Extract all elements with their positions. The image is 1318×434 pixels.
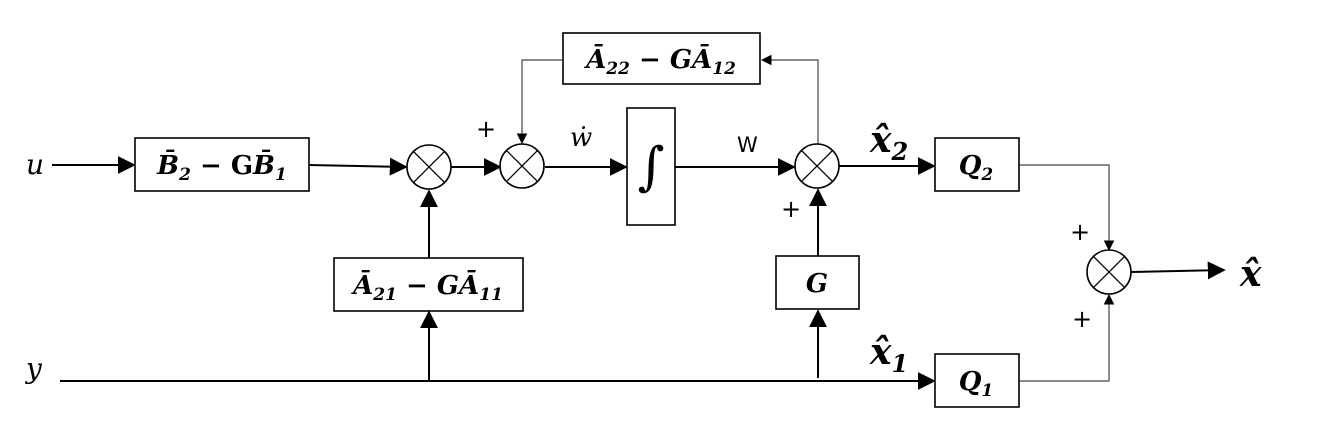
- q1-to-output-sum-arrow: [1019, 293, 1115, 382]
- x-hat-output-arrow: [1130, 261, 1226, 280]
- g-block: G: [775, 255, 860, 310]
- output-summing-junction: [1086, 249, 1132, 295]
- b-to-sum1-arrow: [308, 157, 408, 176]
- summing-junction-3: [794, 143, 840, 189]
- w-label: W: [737, 133, 758, 157]
- feedback-to-a22-arrow: [760, 54, 819, 144]
- a22-minus-ga12-label: Ā22 − GĀ12: [583, 44, 736, 79]
- q1-block: Q1: [934, 353, 1020, 408]
- x2-hat-label: x̂2: [869, 119, 908, 166]
- a21-minus-ga11-block: Ā21 − GĀ11: [333, 257, 524, 312]
- integral-symbol: ∫: [637, 137, 664, 197]
- q2-to-output-sum-arrow: [1019, 164, 1115, 252]
- u-input-label: u: [26, 148, 44, 181]
- plus-sign-output-top: +: [1070, 218, 1090, 246]
- x1-hat-label: x̂1: [869, 331, 908, 378]
- q2-label: Q2: [959, 151, 994, 185]
- b2-minus-gb1-label: B̄2 − GB̄1: [156, 149, 287, 185]
- x-hat-output-label: x̂: [1239, 253, 1262, 295]
- plus-sign-sum2: +: [476, 115, 496, 143]
- a22-minus-ga12-block: Ā22 − GĀ12: [562, 32, 761, 85]
- y-input-label: y: [24, 352, 43, 385]
- g-label: G: [806, 269, 828, 299]
- plus-sign-sum3: +: [781, 195, 801, 223]
- integrator-block: ∫: [626, 107, 676, 226]
- q1-label: Q1: [959, 367, 994, 401]
- summing-junction-1: [406, 144, 452, 190]
- w-dot-label: ẇ: [570, 123, 592, 153]
- summing-junction-2: [499, 143, 545, 189]
- plus-sign-output-bottom: +: [1072, 305, 1092, 333]
- b2-minus-gb1-block: B̄2 − GB̄1: [134, 137, 310, 192]
- a22-to-sum2-arrow: [516, 59, 562, 145]
- q2-block: Q2: [934, 137, 1020, 192]
- a21-minus-ga11-label: Ā21 − GĀ11: [350, 270, 503, 305]
